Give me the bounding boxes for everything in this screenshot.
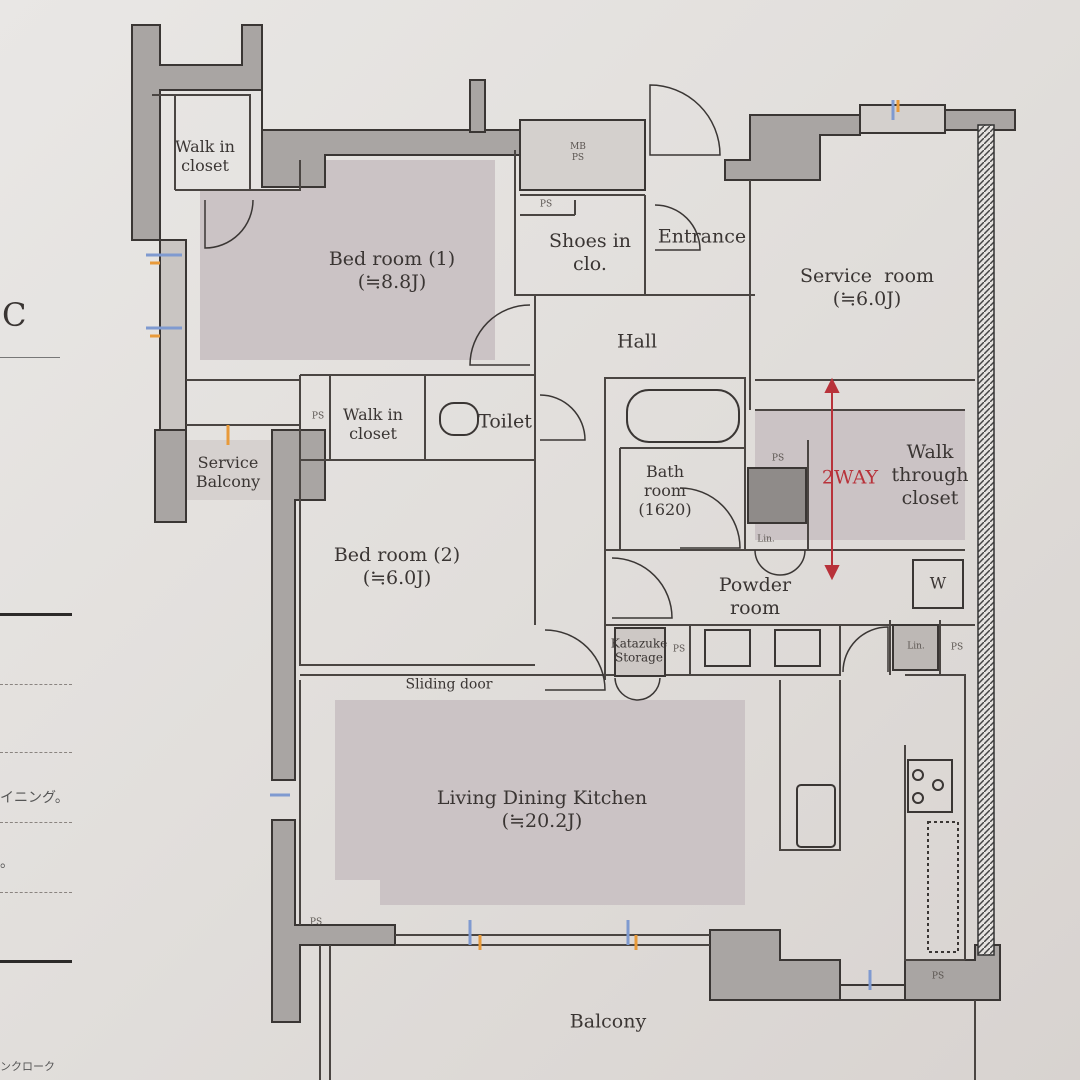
divider [0,357,60,358]
divider [0,960,72,963]
window-markers [146,100,900,990]
toilet-label: Toilet [478,410,532,433]
interior-walls [152,94,976,1080]
service-room-label: Service room(≒6.0J) [799,265,935,310]
storage-box-icon [747,467,807,524]
sink-right-icon [774,629,821,667]
linen-box-icon [892,624,939,671]
bathtub-icon [626,389,740,443]
ps-label: PS [950,642,964,653]
sink-left-icon [704,629,751,667]
sliding-door-label: Sliding door [405,676,493,693]
ps-label: PS [311,411,325,422]
fixtures [439,389,964,953]
linen-label: Lin. [907,641,925,652]
entrance-label: Entrance [657,225,747,248]
plan-type-letter: C [2,296,27,334]
bed-room-1-shade [200,160,495,360]
ps-label: PS [672,644,686,655]
divider [0,613,72,616]
two-way-arrow [824,377,840,581]
fridge-area-icon [927,821,959,953]
burner-icon [912,769,924,781]
washer-label: W [929,573,947,593]
bed-room-2-label: Bed room (2)(≒6.0J) [333,544,461,589]
service-balcony-shade [186,440,272,500]
ps-label: PS [931,971,945,982]
divider [0,684,72,685]
kitchen-sink-icon [796,784,836,848]
walls [131,24,1016,1023]
divider [0,892,72,893]
ps-label: PS [771,453,785,464]
hall-label: Hall [616,330,658,353]
ldk-shade [335,700,745,905]
margin-note: ンクローク [0,1060,55,1073]
burner-icon [932,779,944,791]
ps-label: PS [309,917,323,928]
two-way-label: 2WAY [821,466,879,489]
linen-label: Lin. [757,534,775,545]
room-shading [186,160,965,905]
ldk-label: Living Dining Kitchen(≒20.2J) [436,787,648,832]
katazuke-box-icon [614,627,666,677]
washer-box-icon [912,559,964,609]
bed-room-1-label: Bed room (1)(≒8.8J) [328,248,456,293]
margin-note: イニング。 [0,790,69,806]
burner-icon [912,792,924,804]
balcony-label: Balcony [569,1010,647,1033]
divider [0,822,72,823]
divider [0,752,72,753]
cooktop-icon [907,759,953,813]
right-wall-hatched [977,124,995,956]
margin-note: 。 [0,855,14,871]
toilet-icon [439,402,479,436]
door-swings [204,84,889,701]
ps-label: PS [539,199,553,210]
